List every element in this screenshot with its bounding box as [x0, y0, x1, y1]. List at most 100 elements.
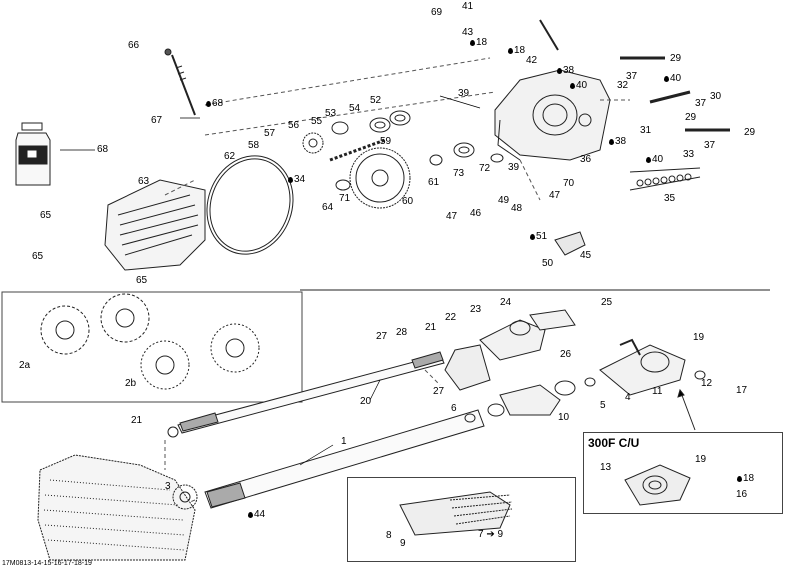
figure-code: 17M0813-14-15-16-17-18-19 — [2, 560, 92, 567]
callout-45: 45 — [580, 250, 592, 261]
callout-44: 44 — [248, 510, 265, 520]
callout-20: 20 — [360, 396, 372, 407]
callout-21-b: 21 — [131, 415, 143, 426]
callout-57: 57 — [264, 128, 276, 139]
callout-40-c: 40 — [646, 155, 663, 165]
callout-31: 31 — [640, 125, 652, 136]
callout-17: 17 — [736, 385, 748, 396]
oil-bottle-drawing — [15, 122, 51, 186]
side-cover-drawing — [104, 179, 206, 271]
variant-title: 300F C/U — [588, 436, 640, 450]
callout-27-a: 27 — [376, 331, 388, 342]
callout-38-b: 38 — [609, 137, 626, 147]
callout-65-c: 65 — [136, 275, 148, 286]
sprocket-drawing — [349, 147, 411, 209]
callout-73: 73 — [453, 168, 465, 179]
callout-43: 43 — [462, 27, 474, 38]
callout-27-b: 27 — [433, 386, 445, 397]
upper-shaft-drawing — [177, 351, 445, 434]
callout-2b: 2b — [125, 378, 137, 389]
variant-inset-box — [583, 432, 783, 514]
callout-29-c: 29 — [744, 127, 756, 138]
callout-21-a: 21 — [425, 322, 437, 333]
callout-71: 71 — [339, 193, 351, 204]
callout-37-b: 37 — [695, 98, 707, 109]
callout-36: 36 — [580, 154, 592, 165]
callout-63: 63 — [138, 176, 150, 187]
callout-23: 23 — [470, 304, 482, 315]
callout-40-a: 40 — [664, 74, 681, 84]
callout-55: 55 — [311, 116, 323, 127]
callout-29-b: 29 — [685, 112, 697, 123]
callout-52: 52 — [370, 95, 382, 106]
callout-37-c: 37 — [704, 140, 716, 151]
gear-drawing — [302, 132, 324, 154]
chaincase-cover-drawing — [494, 69, 611, 161]
callout-72: 72 — [479, 163, 491, 174]
lower-shaft-drawing — [204, 409, 485, 509]
callout-64: 64 — [322, 202, 334, 213]
callout-39-b: 39 — [508, 162, 520, 173]
callout-32: 32 — [617, 80, 629, 91]
callout-10: 10 — [558, 412, 570, 423]
callout-1: 1 — [341, 436, 347, 447]
callout-65-b: 65 — [32, 251, 44, 262]
callout-25: 25 — [601, 297, 613, 308]
callout-56: 56 — [288, 120, 300, 131]
callout-19-a: 19 — [693, 332, 705, 343]
callout-70: 70 — [563, 178, 575, 189]
callout-67: 67 — [151, 115, 163, 126]
callout-3: 3 — [165, 481, 171, 492]
callout-5: 5 — [600, 400, 606, 411]
callout-47-b: 47 — [446, 211, 458, 222]
callout-13: 13 — [600, 462, 612, 473]
callout-42: 42 — [526, 55, 538, 66]
callout-9: 9 — [400, 538, 406, 549]
callout-37-a: 37 — [626, 71, 638, 82]
callout-8: 8 — [386, 530, 392, 541]
callout-7-to-9: 7 ➔ 9 — [478, 529, 504, 540]
callout-54: 54 — [349, 103, 361, 114]
callout-65-a: 65 — [40, 210, 52, 221]
callout-35: 35 — [664, 193, 676, 204]
callout-30: 30 — [710, 91, 722, 102]
callout-40-b: 40 — [570, 81, 587, 91]
callout-46: 46 — [470, 208, 482, 219]
callout-6: 6 — [451, 403, 457, 414]
roller-set-drawing — [629, 167, 701, 191]
callout-41: 41 — [462, 1, 474, 12]
callout-50: 50 — [542, 258, 554, 269]
callout-48: 48 — [511, 203, 523, 214]
callout-47-a: 47 — [549, 190, 561, 201]
callout-2a: 2a — [19, 360, 31, 371]
callout-58: 58 — [248, 140, 260, 151]
callout-68-a: 68 — [206, 99, 223, 109]
callout-22: 22 — [445, 312, 457, 323]
chaincase-drawing — [37, 454, 198, 561]
callout-59: 59 — [380, 136, 392, 147]
callout-16: 16 — [736, 489, 748, 500]
callout-69: 69 — [431, 7, 443, 18]
callout-68-b: 68 — [97, 144, 109, 155]
callout-18-inset: 18 — [737, 474, 754, 484]
callout-66: 66 — [128, 40, 140, 51]
callout-12: 12 — [701, 378, 713, 389]
callout-26: 26 — [560, 349, 572, 360]
300f-housing-drawing — [624, 464, 691, 506]
callout-24: 24 — [500, 297, 512, 308]
callout-53: 53 — [325, 108, 337, 119]
callout-4: 4 — [625, 392, 631, 403]
callout-61: 61 — [428, 177, 440, 188]
track-inset-box — [347, 477, 576, 562]
callout-60: 60 — [402, 196, 414, 207]
callout-51: 51 — [530, 232, 547, 242]
callout-19-b: 19 — [695, 454, 707, 465]
track-inset-drawing — [399, 491, 513, 536]
callout-28: 28 — [396, 327, 408, 338]
callout-18-mid: 18 — [508, 46, 525, 56]
callout-38-a: 38 — [557, 66, 574, 76]
callout-34: 34 — [288, 175, 305, 185]
dipstick-drawing — [164, 48, 196, 116]
